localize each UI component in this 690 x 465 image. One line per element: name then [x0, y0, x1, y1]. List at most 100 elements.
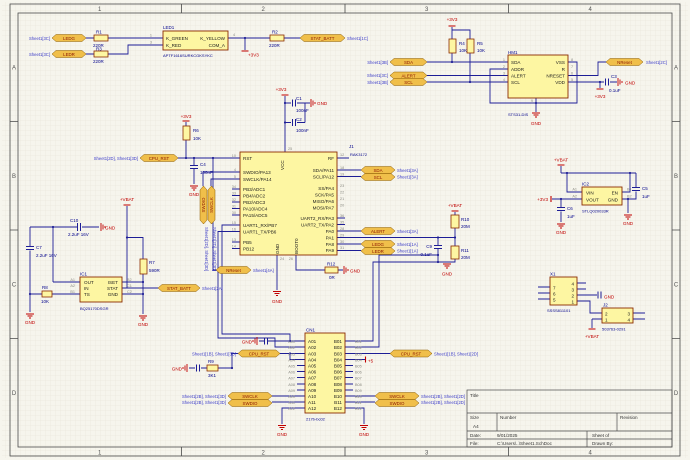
schematic-label: GND — [108, 292, 119, 297]
schematic-label: B08 — [334, 382, 343, 387]
port-ledr[interactable] — [360, 247, 396, 255]
schematic-label: Sheet1[2D], Sheet1[3D] — [204, 227, 209, 271]
schematic-label: B03 — [334, 351, 343, 356]
r8-ref: R8 — [42, 285, 48, 290]
port-stat_batt[interactable] — [157, 284, 201, 292]
ic1-body[interactable] — [79, 276, 123, 303]
port-label: NReset — [617, 60, 632, 65]
r11-ref: R11 — [461, 248, 469, 253]
schematic-label: Sheet1[2C] — [646, 60, 667, 65]
schematic-label: 28 — [340, 227, 344, 231]
port-ledg[interactable] — [51, 34, 87, 42]
schematic-label: Sheet1[2D], Sheet1[3D] — [94, 156, 138, 161]
schematic-label: 2 — [503, 65, 505, 69]
ic2-body[interactable] — [581, 186, 623, 206]
capacitor-plates — [26, 78, 640, 372]
schematic-label: OUT — [84, 280, 94, 285]
schematic-label: A10 — [288, 395, 295, 399]
c10-val: 2.2uF 16V — [68, 232, 89, 237]
port-cpu_rst[interactable] — [389, 349, 433, 358]
zone-col: 1 — [98, 451, 102, 457]
schematic-label: 4 — [627, 318, 630, 323]
component-bodies — [41, 30, 634, 414]
led1-body[interactable] — [162, 30, 229, 51]
port-swdio[interactable] — [374, 399, 420, 407]
schematic-label: A05 — [308, 363, 317, 368]
schematic-label: Sheet1[3A] — [397, 168, 418, 173]
schematic-label: A01 — [308, 339, 317, 344]
schematic-label: 16 — [232, 228, 236, 232]
schematic-label: B07 — [334, 375, 343, 380]
schematic-label: UART2_TX/PA2 — [301, 223, 334, 228]
port-nreset[interactable] — [605, 58, 644, 66]
schematic-label: B03 — [355, 352, 362, 356]
r1-ref: R1 — [96, 30, 102, 35]
port-scl[interactable] — [389, 78, 428, 86]
j1-body[interactable] — [239, 151, 338, 256]
r2-val: 220R — [269, 43, 281, 48]
c1-val: 100nF — [296, 108, 309, 113]
schematic-label: PB4/ADC2 — [243, 194, 266, 199]
zone-col: 3 — [425, 451, 429, 457]
r7-ref: R7 — [149, 260, 155, 265]
x1-body[interactable] — [549, 276, 578, 306]
schematic-label: GND — [189, 192, 200, 197]
wires — [29, 27, 645, 424]
schematic-label: GND — [138, 322, 149, 327]
schematic-label: ISET — [108, 280, 118, 285]
schematic-label: 3 — [571, 288, 574, 293]
r4-val: 10K — [459, 48, 467, 53]
schematic-label: 23 — [340, 184, 344, 188]
cn1-part: 217b-bc02 — [306, 417, 326, 422]
schematic-label: B10 — [334, 394, 343, 399]
schematic-label: VOUT — [586, 198, 599, 203]
zone-col: 4 — [589, 451, 593, 457]
schematic-label: 3 — [150, 41, 152, 45]
port-sda[interactable] — [389, 58, 428, 66]
port-alert[interactable] — [360, 227, 396, 235]
port-swdio[interactable] — [227, 399, 273, 407]
schematic-label: UART1_RX/PB7 — [243, 223, 277, 228]
schematic-label: B09 — [334, 388, 343, 393]
sheet-border — [9, 3, 681, 457]
port-swclk[interactable] — [207, 185, 216, 225]
schematic-label: A03 — [308, 351, 317, 356]
port-swdio[interactable] — [199, 185, 208, 225]
r3-val: 220R — [93, 59, 105, 64]
schematic-label: 20 — [340, 204, 344, 208]
schematic-label: STAT — [107, 286, 118, 291]
r5-val: 10K — [477, 48, 485, 53]
port-stat_batt[interactable] — [299, 34, 346, 42]
resistor-bodies[interactable] — [41, 34, 475, 372]
c5-val: 1uF — [642, 194, 650, 199]
schematic-label: A07 — [308, 375, 317, 380]
zone-row: A — [12, 66, 16, 72]
r6-val: 10K — [193, 136, 201, 141]
c7-val: 2.2uF 16V — [36, 253, 57, 258]
schematic-label: UART2_RX/PA3 — [300, 216, 334, 221]
schematic-label: 5 — [234, 175, 236, 179]
schematic-label: 4 — [233, 33, 235, 37]
schematic-label: 3 — [503, 72, 505, 76]
schematic-label: A11 — [308, 400, 316, 405]
cn1-body[interactable] — [304, 332, 346, 414]
hm1-body[interactable] — [507, 54, 569, 99]
port-scl[interactable] — [360, 173, 396, 181]
schematic-label: A04 — [308, 357, 317, 362]
port-ledr[interactable] — [51, 50, 87, 58]
schematic-label: PA0 — [326, 229, 335, 234]
schematic-label: A02 — [288, 346, 295, 350]
schematic-label: 6 — [553, 292, 556, 297]
schematic-label: Sheet1[3C] — [29, 52, 50, 57]
size-label: Size — [470, 415, 479, 420]
schematic-label: 29 — [340, 234, 344, 238]
zone-col: 4 — [589, 7, 593, 13]
c1-ref: C1 — [296, 96, 302, 101]
port-cpu_rst[interactable] — [237, 349, 281, 358]
port-cpu_rst[interactable] — [139, 154, 179, 162]
schematic-label: C1 — [127, 284, 132, 288]
port-nreset[interactable] — [215, 266, 252, 274]
ic2-ref: IC2 — [582, 182, 590, 187]
j2-body[interactable] — [601, 307, 634, 324]
